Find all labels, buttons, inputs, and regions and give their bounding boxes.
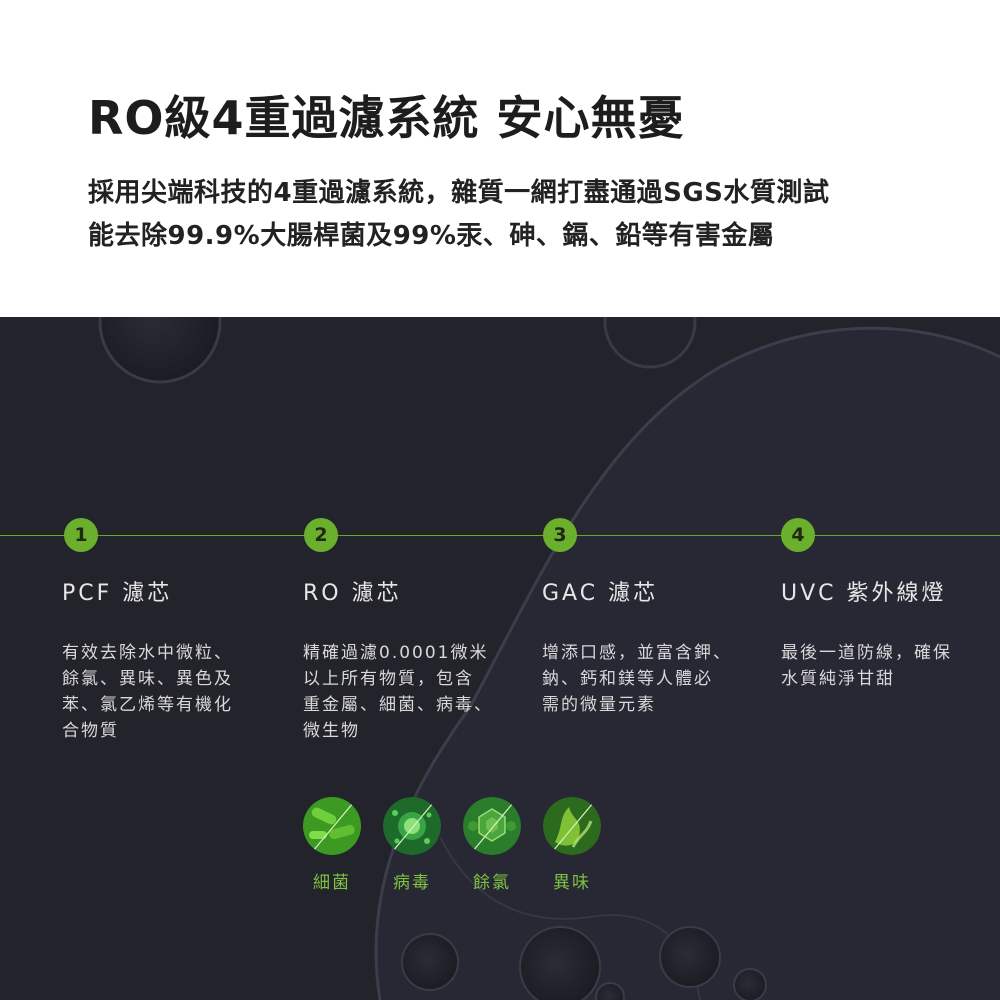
virus-icon: [383, 797, 441, 855]
stage-2-description: 精確過濾0.0001微米 以上所有物質，包含 重金屬、細菌、病毒、 微生物: [303, 643, 493, 741]
stage-4-number-badge: 4: [781, 518, 815, 552]
stage-3-title: GAC 濾芯: [542, 581, 659, 606]
filter-stages-section: 1 2 3 4 PCF 濾芯 RO 濾芯 GAC 濾芯 UVC 紫外線燈 有效去…: [0, 317, 1000, 1000]
chlorine-label: 餘氯: [473, 873, 511, 893]
bacteria-icon: [303, 797, 361, 855]
stage-3-description: 增添口感，並富含鉀、 鈉、鈣和鎂等人體必 需的微量元素: [542, 643, 732, 715]
stage-4-description: 最後一道防線，確保 水質純淨甘甜: [781, 643, 952, 689]
bacteria-label: 細菌: [313, 873, 351, 893]
stage-1-description: 有效去除水中微粒、 餘氯、異味、異色及 苯、氯乙烯等有機化 合物質: [62, 643, 233, 741]
stage-3-number-badge: 3: [543, 518, 577, 552]
stage-1-title: PCF 濾芯: [62, 581, 173, 606]
description-line-1: 採用尖端科技的4重過濾系統，雜質一網打盡通過SGS水質測試: [88, 178, 830, 208]
page-title: RO級4重過濾系統 安心無憂: [88, 91, 685, 145]
description-line-2: 能去除99.9%大腸桿菌及99%汞、砷、鎘、鉛等有害金屬: [88, 221, 775, 251]
stage-2-title: RO 濾芯: [303, 581, 402, 606]
stage-2-number-badge: 2: [304, 518, 338, 552]
odor-label: 異味: [553, 873, 591, 893]
stage-connector-line: [0, 535, 1000, 536]
stage-1-number-badge: 1: [64, 518, 98, 552]
stage-4-title: UVC 紫外線燈: [781, 581, 947, 606]
odor-icon: [543, 797, 601, 855]
virus-label: 病毒: [393, 873, 431, 893]
water-droplets-background: [98, 317, 1000, 1000]
header-section: RO級4重過濾系統 安心無憂 採用尖端科技的4重過濾系統，雜質一網打盡通過SGS…: [0, 0, 1000, 317]
chlorine-icon: [463, 797, 521, 855]
